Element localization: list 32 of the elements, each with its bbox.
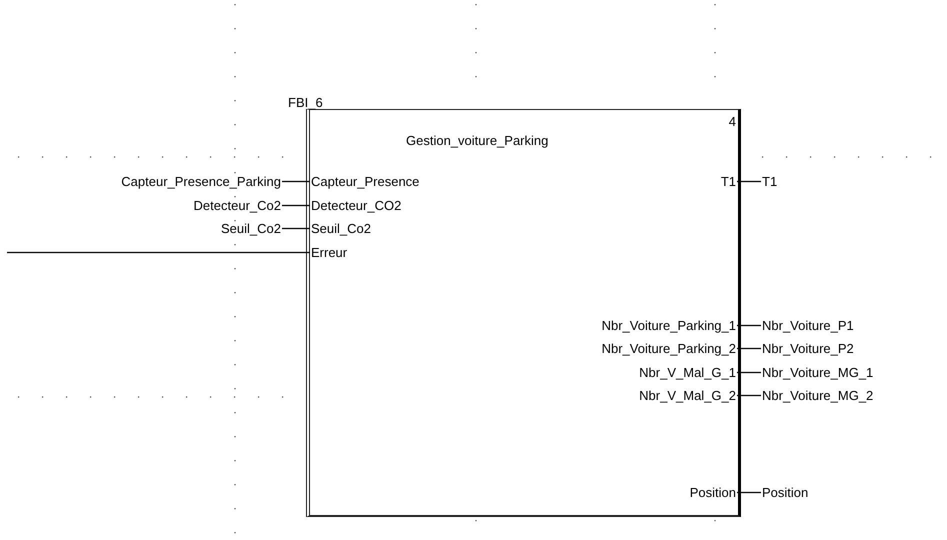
- input-pin-name: Capteur_Presence: [311, 174, 420, 189]
- output-variable-name: Nbr_Voiture_P1: [762, 318, 854, 333]
- input-pin-name: Erreur: [311, 245, 348, 260]
- output-pin-name: Nbr_V_Mal_G_1: [639, 365, 736, 380]
- connection-line: [737, 348, 761, 350]
- input-variable-name: Detecteur_Co2: [194, 198, 281, 213]
- input-variable-name: Capteur_Presence_Parking: [121, 174, 281, 189]
- connection-line: [737, 492, 761, 494]
- connection-line: [282, 228, 310, 230]
- connection-line: [737, 394, 761, 396]
- output-variable-name: Nbr_Voiture_MG_1: [762, 365, 874, 380]
- connection-line: [737, 324, 761, 326]
- output-pin-name: Nbr_Voiture_Parking_2: [602, 341, 736, 356]
- connection-line: [282, 204, 310, 206]
- output-variable-name: Nbr_Voiture_P2: [762, 341, 854, 356]
- input-pin-name: Detecteur_CO2: [311, 198, 402, 213]
- input-variable-name: Seuil_Co2: [221, 221, 281, 236]
- block-instance-name: FBI_6: [288, 95, 323, 110]
- connection-line: [737, 372, 761, 374]
- block-type-name: Gestion_voiture_Parking: [406, 133, 548, 148]
- output-pin-name: Nbr_V_Mal_G_2: [639, 388, 736, 403]
- output-pin-name: Nbr_Voiture_Parking_1: [602, 318, 736, 333]
- output-pin-name: Position: [690, 485, 736, 500]
- connection-line: [7, 252, 310, 254]
- execution-order-number: 4: [728, 114, 736, 129]
- connection-line: [737, 180, 761, 182]
- output-variable-name: Position: [762, 485, 808, 500]
- output-pin-name: T1: [720, 174, 736, 189]
- output-variable-name: Nbr_Voiture_MG_2: [762, 388, 874, 403]
- input-pin-name: Seuil_Co2: [311, 221, 371, 236]
- connection-line: [282, 180, 310, 182]
- output-variable-name: T1: [762, 174, 778, 189]
